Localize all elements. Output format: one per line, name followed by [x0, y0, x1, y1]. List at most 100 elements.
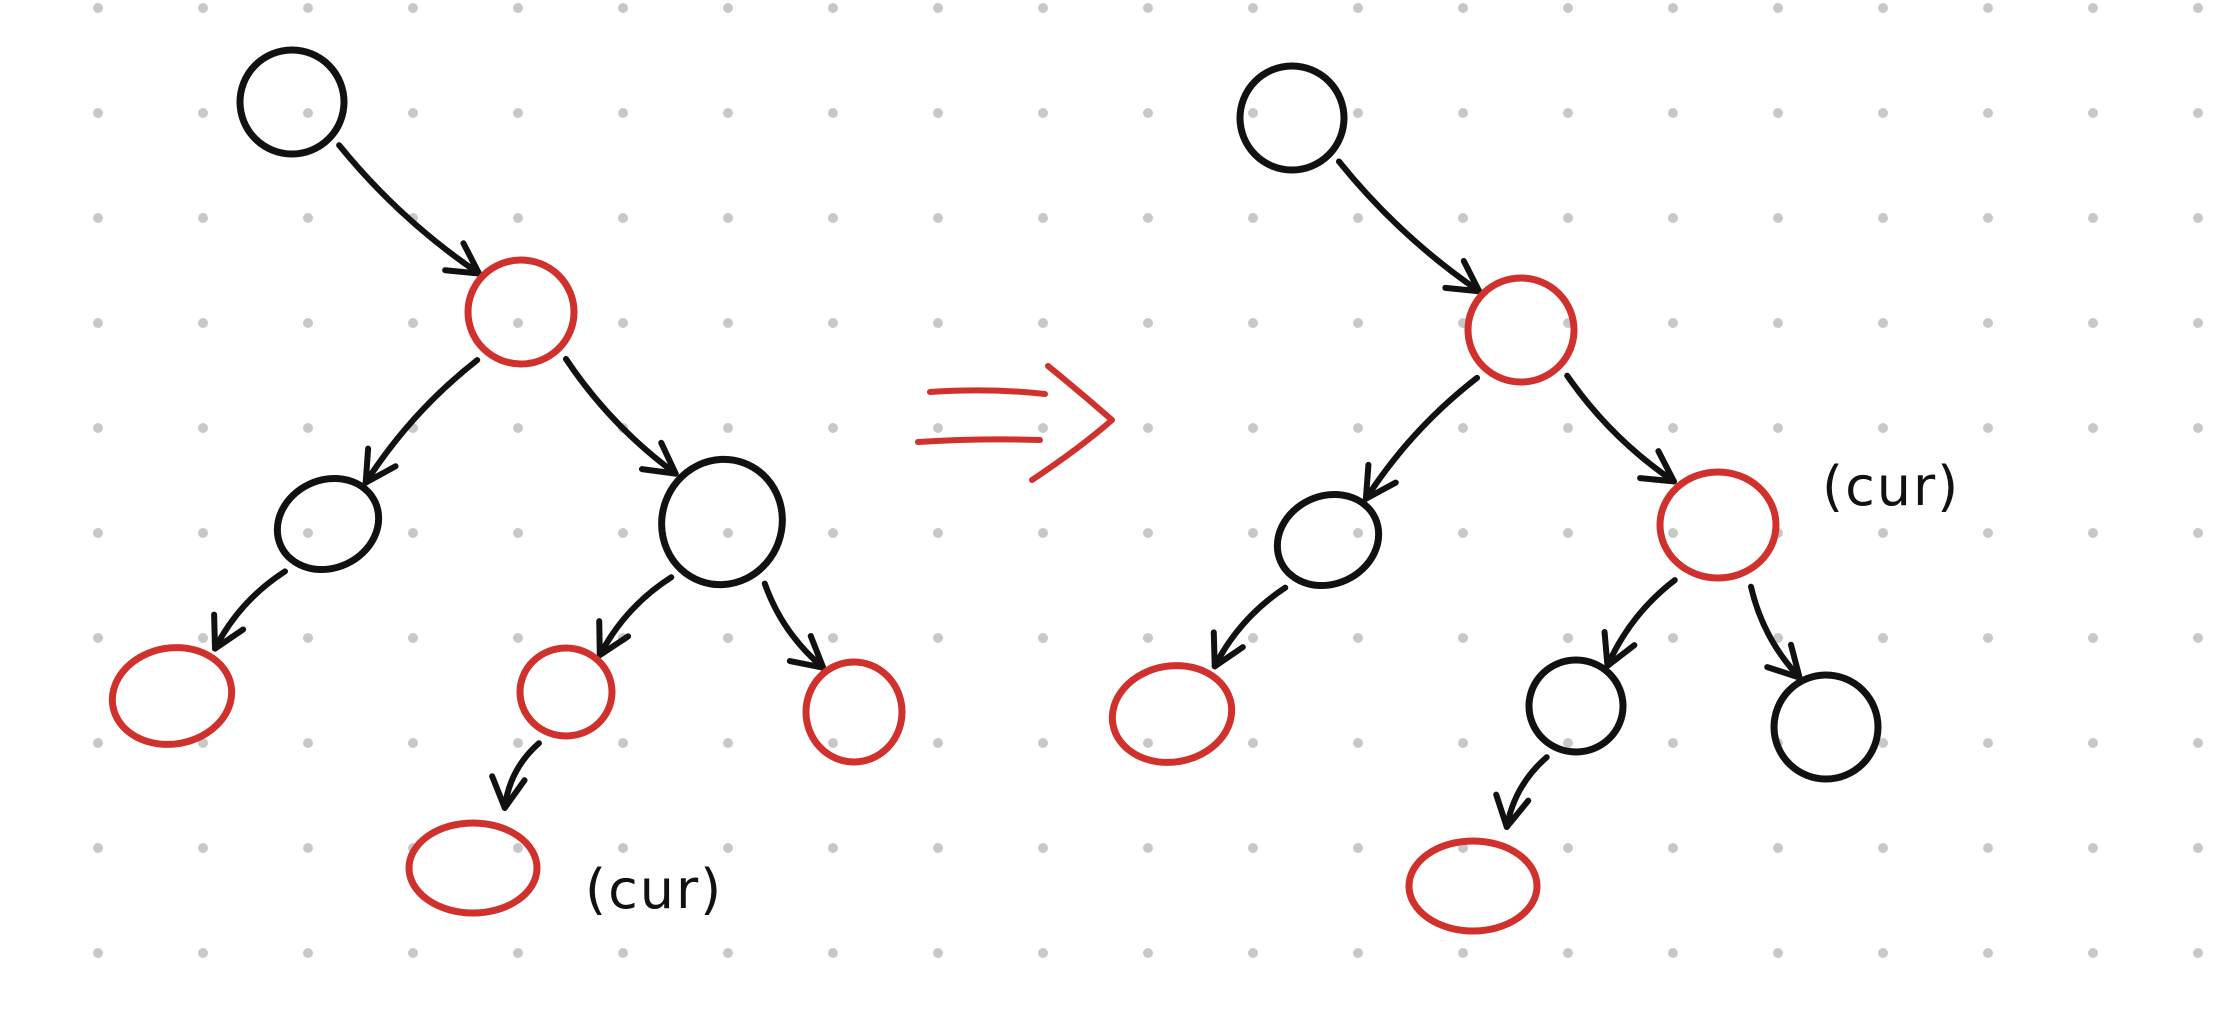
- grid-dot: [408, 528, 418, 538]
- grid-dot: [723, 318, 733, 328]
- grid-dot: [933, 948, 943, 958]
- grid-dot: [1983, 108, 1993, 118]
- grid-dot: [1668, 633, 1678, 643]
- grid-dot: [828, 633, 838, 643]
- grid-dot: [2193, 948, 2203, 958]
- edge-n4-n6: [1604, 577, 1678, 669]
- grid-dot: [1143, 948, 1153, 958]
- grid-dot: [2193, 3, 2203, 13]
- grid-dot: [303, 3, 313, 13]
- grid-dot: [303, 108, 313, 118]
- grid-dot: [1878, 108, 1888, 118]
- grid-dot: [1353, 633, 1363, 643]
- grid-dot: [1038, 318, 1048, 328]
- arrowhead-icon: [1210, 629, 1246, 670]
- grid-dot: [513, 948, 523, 958]
- grid-dot: [93, 633, 103, 643]
- grid-dot: [1668, 528, 1678, 538]
- grid-dot: [198, 633, 208, 643]
- grid-dot: [198, 948, 208, 958]
- grid-dot: [1983, 213, 1993, 223]
- grid-dot: [513, 423, 523, 433]
- arrowhead-icon: [362, 445, 399, 486]
- grid-dot: [933, 423, 943, 433]
- edge-n6-n8: [501, 740, 542, 811]
- grid-dot: [1458, 948, 1468, 958]
- node-n7: [802, 658, 906, 766]
- grid-dot: [1878, 528, 1888, 538]
- edge-n3-n5: [211, 568, 289, 652]
- grid-dot: [1983, 423, 1993, 433]
- grid-dot: [723, 948, 733, 958]
- edge-n2-n3: [1362, 374, 1481, 502]
- grid-dot: [2088, 843, 2098, 853]
- node-n6: [516, 644, 616, 740]
- arrowhead-icon: [442, 240, 482, 277]
- grid-dot: [513, 633, 523, 643]
- grid-dot: [1248, 633, 1258, 643]
- grid-dot: [2088, 3, 2098, 13]
- grid-dot: [828, 213, 838, 223]
- grid-dot: [723, 633, 733, 643]
- edge-n4-n6: [596, 574, 675, 659]
- grid-dot: [1248, 843, 1258, 853]
- grid-dot: [303, 948, 313, 958]
- grid-dot: [1143, 108, 1153, 118]
- grid-dot: [1563, 738, 1573, 748]
- node-n2: [1464, 274, 1578, 386]
- grid-dot: [933, 633, 943, 643]
- edge-root-n2: [1335, 158, 1483, 295]
- grid-dot: [2088, 423, 2098, 433]
- grid-dot: [198, 108, 208, 118]
- tree-after: [1108, 62, 1882, 935]
- grid-dot: [198, 843, 208, 853]
- grid-dot: [933, 3, 943, 13]
- grid-dot: [1773, 633, 1783, 643]
- grid-dot: [2193, 633, 2203, 643]
- grid-dot: [618, 948, 628, 958]
- grid-dot: [618, 843, 628, 853]
- grid-dot: [618, 318, 628, 328]
- grid-dot: [723, 213, 733, 223]
- grid-dot: [93, 318, 103, 328]
- grid-dot: [2193, 843, 2203, 853]
- grid-dot: [618, 213, 628, 223]
- grid-dot: [1983, 633, 1993, 643]
- grid-dot: [1983, 738, 1993, 748]
- grid-dot: [1668, 423, 1678, 433]
- edge-n2-n3: [362, 357, 481, 486]
- grid-dot: [933, 108, 943, 118]
- grid-dot: [1563, 633, 1573, 643]
- grid-dot: [828, 948, 838, 958]
- grid-dot: [1878, 3, 1888, 13]
- grid-dot: [1458, 108, 1468, 118]
- grid-dot: [618, 3, 628, 13]
- grid-dot: [1773, 423, 1783, 433]
- grid-dot: [1248, 423, 1258, 433]
- grid-dot: [2193, 213, 2203, 223]
- node-n7: [1770, 671, 1882, 783]
- grid-dot: [1038, 108, 1048, 118]
- grid-dot: [408, 3, 418, 13]
- grid-dot: [828, 108, 838, 118]
- grid-dot: [1248, 738, 1258, 748]
- arrowhead-icon: [1601, 629, 1638, 669]
- grid-dot: [1248, 948, 1258, 958]
- grid-dot: [2088, 108, 2098, 118]
- grid-dot: [2088, 633, 2098, 643]
- grid-dot: [303, 213, 313, 223]
- grid-dot: [2193, 528, 2203, 538]
- node-n2: [464, 256, 578, 368]
- grid-dot: [933, 318, 943, 328]
- cur-label-before: (cur): [585, 858, 723, 921]
- node-root: [236, 46, 348, 158]
- grid-dot: [1773, 948, 1783, 958]
- arrowhead-icon: [1493, 791, 1532, 830]
- grid-dot: [2088, 318, 2098, 328]
- cur-label-after: (cur): [1822, 455, 1960, 518]
- grid-dot: [1773, 843, 1783, 853]
- arrowhead-icon: [1637, 448, 1677, 485]
- grid-dot: [1353, 738, 1363, 748]
- grid-dot: [1878, 738, 1888, 748]
- grid-dot: [1983, 843, 1993, 853]
